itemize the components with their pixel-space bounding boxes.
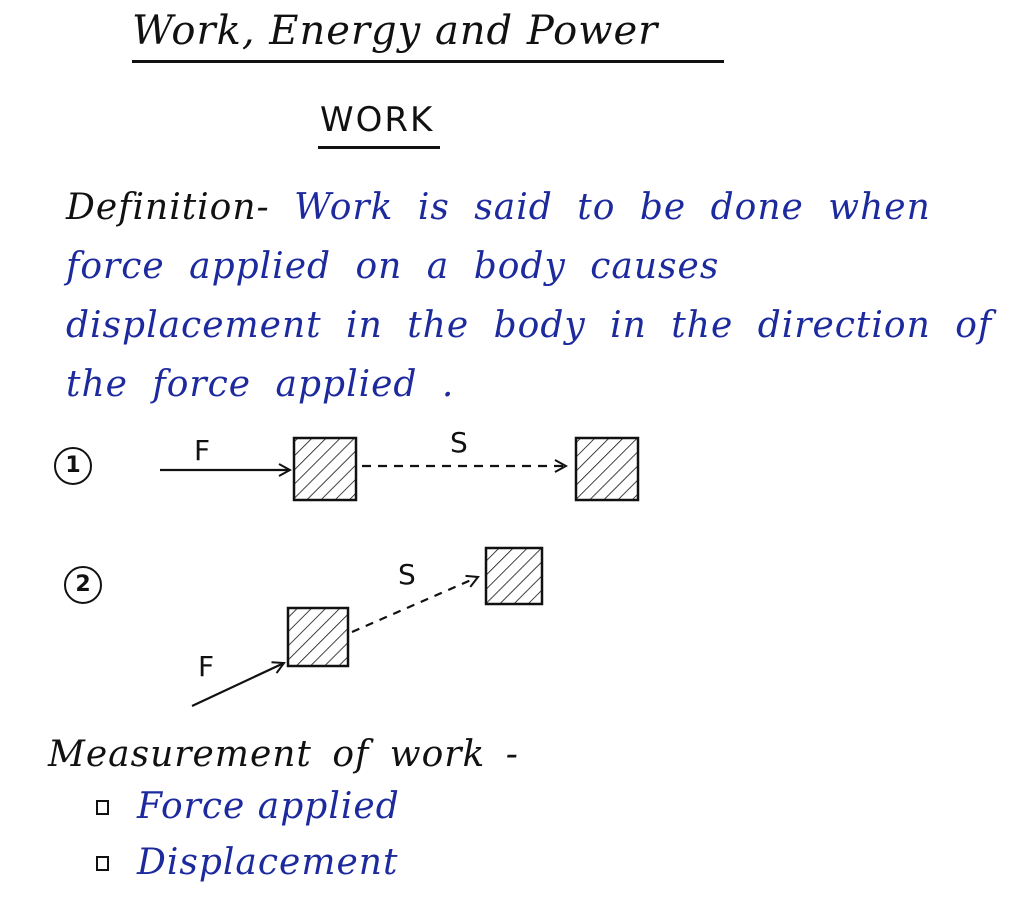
force-label-1: F bbox=[194, 434, 210, 467]
definition-text: Work is said to be done when force appli… bbox=[66, 187, 993, 405]
block-end-2 bbox=[484, 546, 544, 606]
block-start-1 bbox=[292, 436, 358, 502]
force-label-2: F bbox=[198, 650, 214, 683]
force-arrow-2 bbox=[191, 663, 284, 707]
title-underline bbox=[132, 60, 724, 63]
section-underline bbox=[318, 146, 440, 149]
diagram-number-1: 1 bbox=[54, 447, 92, 485]
section-heading: WORK bbox=[320, 100, 435, 140]
displacement-label-2: S bbox=[398, 558, 416, 591]
list-item: Force applied bbox=[96, 782, 400, 832]
list-item: Displacement bbox=[96, 838, 398, 888]
diagram-number-2: 2 bbox=[64, 566, 102, 604]
diagram-1: F S bbox=[160, 426, 640, 502]
square-bullet-icon bbox=[96, 855, 109, 871]
measurement-heading: Measurement of work - bbox=[48, 734, 519, 775]
displacement-label-1: S bbox=[450, 426, 468, 459]
page-title: Work, Energy and Power bbox=[132, 8, 659, 54]
diagram-2: F S bbox=[191, 546, 544, 707]
displacement-arrow-2 bbox=[351, 577, 478, 634]
block-end-1 bbox=[574, 436, 640, 502]
list-item-label: Force applied bbox=[137, 786, 400, 827]
block-start-2 bbox=[286, 606, 350, 668]
definition-paragraph: Definition- Work is said to be done when… bbox=[66, 178, 996, 414]
definition-label: Definition- bbox=[66, 187, 270, 228]
list-item-label: Displacement bbox=[137, 842, 399, 883]
square-bullet-icon bbox=[96, 799, 109, 815]
